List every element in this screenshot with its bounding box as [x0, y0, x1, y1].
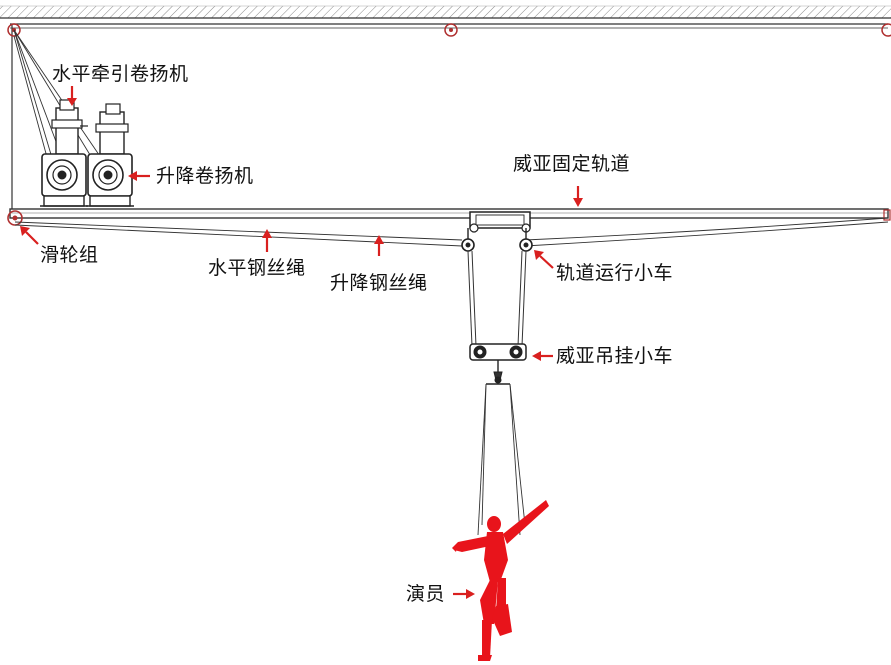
- label-fixed-track: 威亚固定轨道: [513, 153, 631, 175]
- pulley-right-end: [883, 209, 891, 221]
- label-horizontal-traction-winch: 水平牵引卷扬机: [52, 63, 189, 85]
- horizontal-traction-winch: [40, 99, 88, 207]
- pulley-top-right: [881, 23, 891, 37]
- label-pulley-group: 滑轮组: [40, 244, 99, 266]
- lift-winch: [86, 103, 134, 207]
- lift-cables: [467, 250, 527, 347]
- track-running-trolley: [461, 211, 533, 252]
- annotation-arrows: [20, 86, 583, 599]
- label-lift-winch: 升降卷扬机: [156, 165, 254, 187]
- label-track-running-trolley: 轨道运行小车: [556, 262, 674, 284]
- wire-hanging-trolley: [469, 343, 527, 385]
- wire-ropes-under-track: [14, 217, 889, 247]
- performer-silhouette: [452, 500, 549, 661]
- fixed-track-beam: [9, 208, 889, 219]
- ceiling: [0, 5, 891, 19]
- label-lift-wire-rope: 升降钢丝绳: [330, 272, 428, 294]
- label-performer: 演员: [406, 583, 446, 605]
- suspension-cables: [477, 383, 526, 536]
- label-wire-hanging-trolley: 威亚吊挂小车: [556, 345, 674, 367]
- label-horizontal-wire-rope: 水平钢丝绳: [208, 257, 306, 279]
- pulley-top-middle: [444, 23, 458, 37]
